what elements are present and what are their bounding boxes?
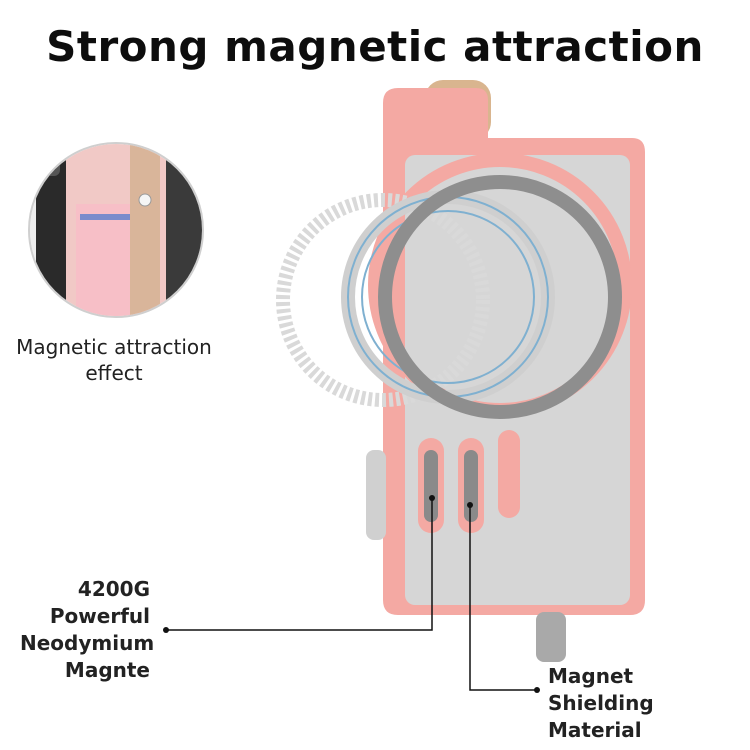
callout-magnet: 4200G Powerful Neodymium Magnte <box>20 577 155 682</box>
side-hinge <box>366 450 386 540</box>
magnet-ring-inner-outline <box>361 210 535 384</box>
shield-ring <box>276 193 490 407</box>
iron-ring <box>378 175 622 419</box>
magnet-strip-mid <box>464 450 478 522</box>
magnet-strip-left <box>424 450 438 522</box>
page-title: Strong magnetic attraction <box>46 22 704 71</box>
callout-line-magnet <box>166 498 433 631</box>
bottom-strap <box>536 612 566 662</box>
callout-line-shielding <box>469 505 537 691</box>
callout-end-shielding <box>467 502 473 508</box>
slot-right <box>498 430 520 518</box>
inset-caption: Magnetic attraction effect <box>16 335 212 385</box>
callout-shielding: Magnet Shielding Material <box>548 664 654 742</box>
callout-end-magnet <box>429 495 435 501</box>
